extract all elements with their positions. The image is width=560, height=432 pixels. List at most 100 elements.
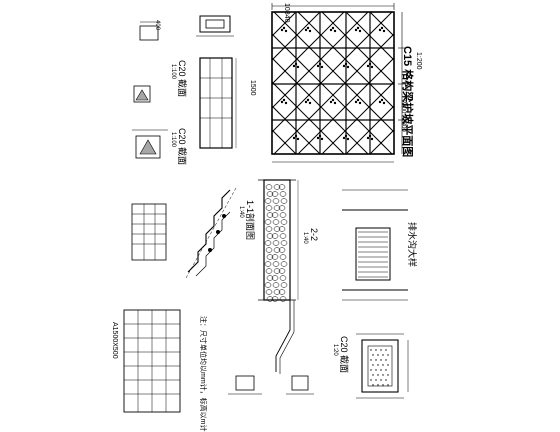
c20-section-2-scale: 1:100 bbox=[170, 132, 176, 148]
dim-side-small: 400 bbox=[154, 20, 160, 31]
rubble-stone bbox=[264, 198, 272, 204]
rubble-stone bbox=[271, 191, 279, 197]
diagonal-beam bbox=[297, 57, 394, 154]
rubble-stone bbox=[278, 247, 286, 253]
rubble-stone bbox=[273, 268, 281, 274]
concrete-dot bbox=[380, 379, 382, 381]
concrete-dot bbox=[377, 384, 379, 386]
diagonal-beam bbox=[321, 81, 394, 154]
rubble-stone bbox=[266, 212, 274, 218]
rubble-stone bbox=[264, 261, 272, 267]
planting-dot bbox=[342, 64, 346, 68]
rubble-stone bbox=[280, 219, 288, 225]
planting-dot bbox=[382, 29, 386, 33]
rubble-stone bbox=[279, 275, 287, 281]
concrete-dot bbox=[370, 379, 372, 381]
diagonal-beam bbox=[272, 12, 393, 133]
planting-dot bbox=[370, 65, 374, 69]
concrete-dot bbox=[375, 379, 377, 381]
c20-small-sections bbox=[132, 85, 168, 159]
rubble-stone bbox=[279, 254, 287, 260]
rubble-stone bbox=[272, 261, 280, 267]
planting-dot bbox=[329, 28, 333, 32]
rubble-stone bbox=[272, 240, 280, 246]
planting-dot bbox=[304, 100, 308, 104]
planting-dot bbox=[344, 62, 348, 66]
diagonal-beam bbox=[369, 129, 394, 154]
concrete-dot bbox=[385, 349, 387, 351]
concrete-dot bbox=[385, 359, 387, 361]
planting-dot bbox=[354, 100, 358, 104]
planting-dot bbox=[370, 137, 374, 141]
planting-dot bbox=[282, 26, 286, 30]
rubble-stone bbox=[266, 254, 274, 260]
planting-dot bbox=[366, 136, 370, 140]
lattice-beam-plan bbox=[271, 3, 406, 163]
planting-dot bbox=[333, 29, 337, 33]
planting-dot bbox=[368, 62, 372, 66]
planting-dot bbox=[308, 29, 312, 33]
rubble-stone bbox=[280, 240, 288, 246]
table-note: 注：尺寸单位均以mm计，标高以m计 bbox=[199, 316, 206, 432]
rubble-stone bbox=[271, 254, 279, 260]
rubble-stone bbox=[266, 191, 274, 197]
rubble-stone bbox=[273, 184, 281, 190]
rubble-stone bbox=[266, 296, 274, 302]
planting-dot bbox=[280, 28, 284, 32]
planting-dot bbox=[292, 136, 296, 140]
planting-dot bbox=[294, 62, 298, 66]
planting-dot bbox=[316, 136, 320, 140]
rubble-stone bbox=[265, 289, 273, 295]
concrete-dot bbox=[380, 369, 382, 371]
planting-dot bbox=[358, 101, 362, 105]
planting-dot bbox=[320, 137, 324, 141]
planting-dot bbox=[342, 136, 346, 140]
rubble-stone bbox=[271, 212, 279, 218]
planting-dot bbox=[306, 26, 310, 30]
planting-dot bbox=[378, 28, 382, 32]
c20-section-1-title: C20 截面 bbox=[177, 60, 187, 98]
rubble-stone bbox=[264, 282, 272, 288]
planting-dot bbox=[346, 137, 350, 141]
drain-grating bbox=[358, 231, 388, 278]
diagonal-beam bbox=[272, 105, 321, 154]
lattice-horizontal-beams bbox=[272, 47, 394, 121]
planting-dot bbox=[333, 101, 337, 105]
c20-beam-elevation bbox=[199, 57, 237, 149]
concrete-dot bbox=[382, 384, 384, 386]
stepped-slope-detail bbox=[185, 187, 237, 279]
concrete-dot bbox=[370, 359, 372, 361]
concrete-dot bbox=[385, 379, 387, 381]
diagonal-beam bbox=[345, 12, 394, 61]
rubble-stone bbox=[279, 233, 287, 239]
lattice-diagonals bbox=[272, 12, 394, 154]
planting-dot bbox=[382, 101, 386, 105]
c20-elevation-label: 1500 bbox=[249, 80, 256, 96]
rubble-stone bbox=[265, 226, 273, 232]
rubble-stone bbox=[278, 205, 286, 211]
rubble-stone bbox=[265, 268, 273, 274]
rubble-stone bbox=[279, 296, 287, 302]
profile-label: 1-1剖面图 bbox=[245, 200, 255, 241]
concrete-dot bbox=[387, 374, 389, 376]
concrete-dot bbox=[382, 354, 384, 356]
rubble-stone bbox=[271, 296, 279, 302]
planting-dot bbox=[318, 134, 322, 138]
planting-dot bbox=[356, 26, 360, 30]
rubble-stone bbox=[278, 289, 286, 295]
planting-dot bbox=[380, 26, 384, 30]
diagonal-beam bbox=[345, 105, 394, 154]
planting-dot bbox=[284, 101, 288, 105]
rubble-stone bbox=[264, 240, 272, 246]
rubble-stone bbox=[280, 261, 288, 267]
planting-dot bbox=[296, 137, 300, 141]
material-table bbox=[131, 203, 167, 261]
diagonal-beam bbox=[369, 12, 394, 37]
planting-dot bbox=[294, 134, 298, 138]
beam-section-detail-top bbox=[139, 15, 234, 41]
rubble-stone bbox=[272, 282, 280, 288]
dim-side-label: 2800 / 2800 bbox=[400, 100, 406, 132]
planting-dot bbox=[346, 65, 350, 69]
diagonal-beam bbox=[272, 12, 321, 61]
concrete-dot bbox=[370, 369, 372, 371]
